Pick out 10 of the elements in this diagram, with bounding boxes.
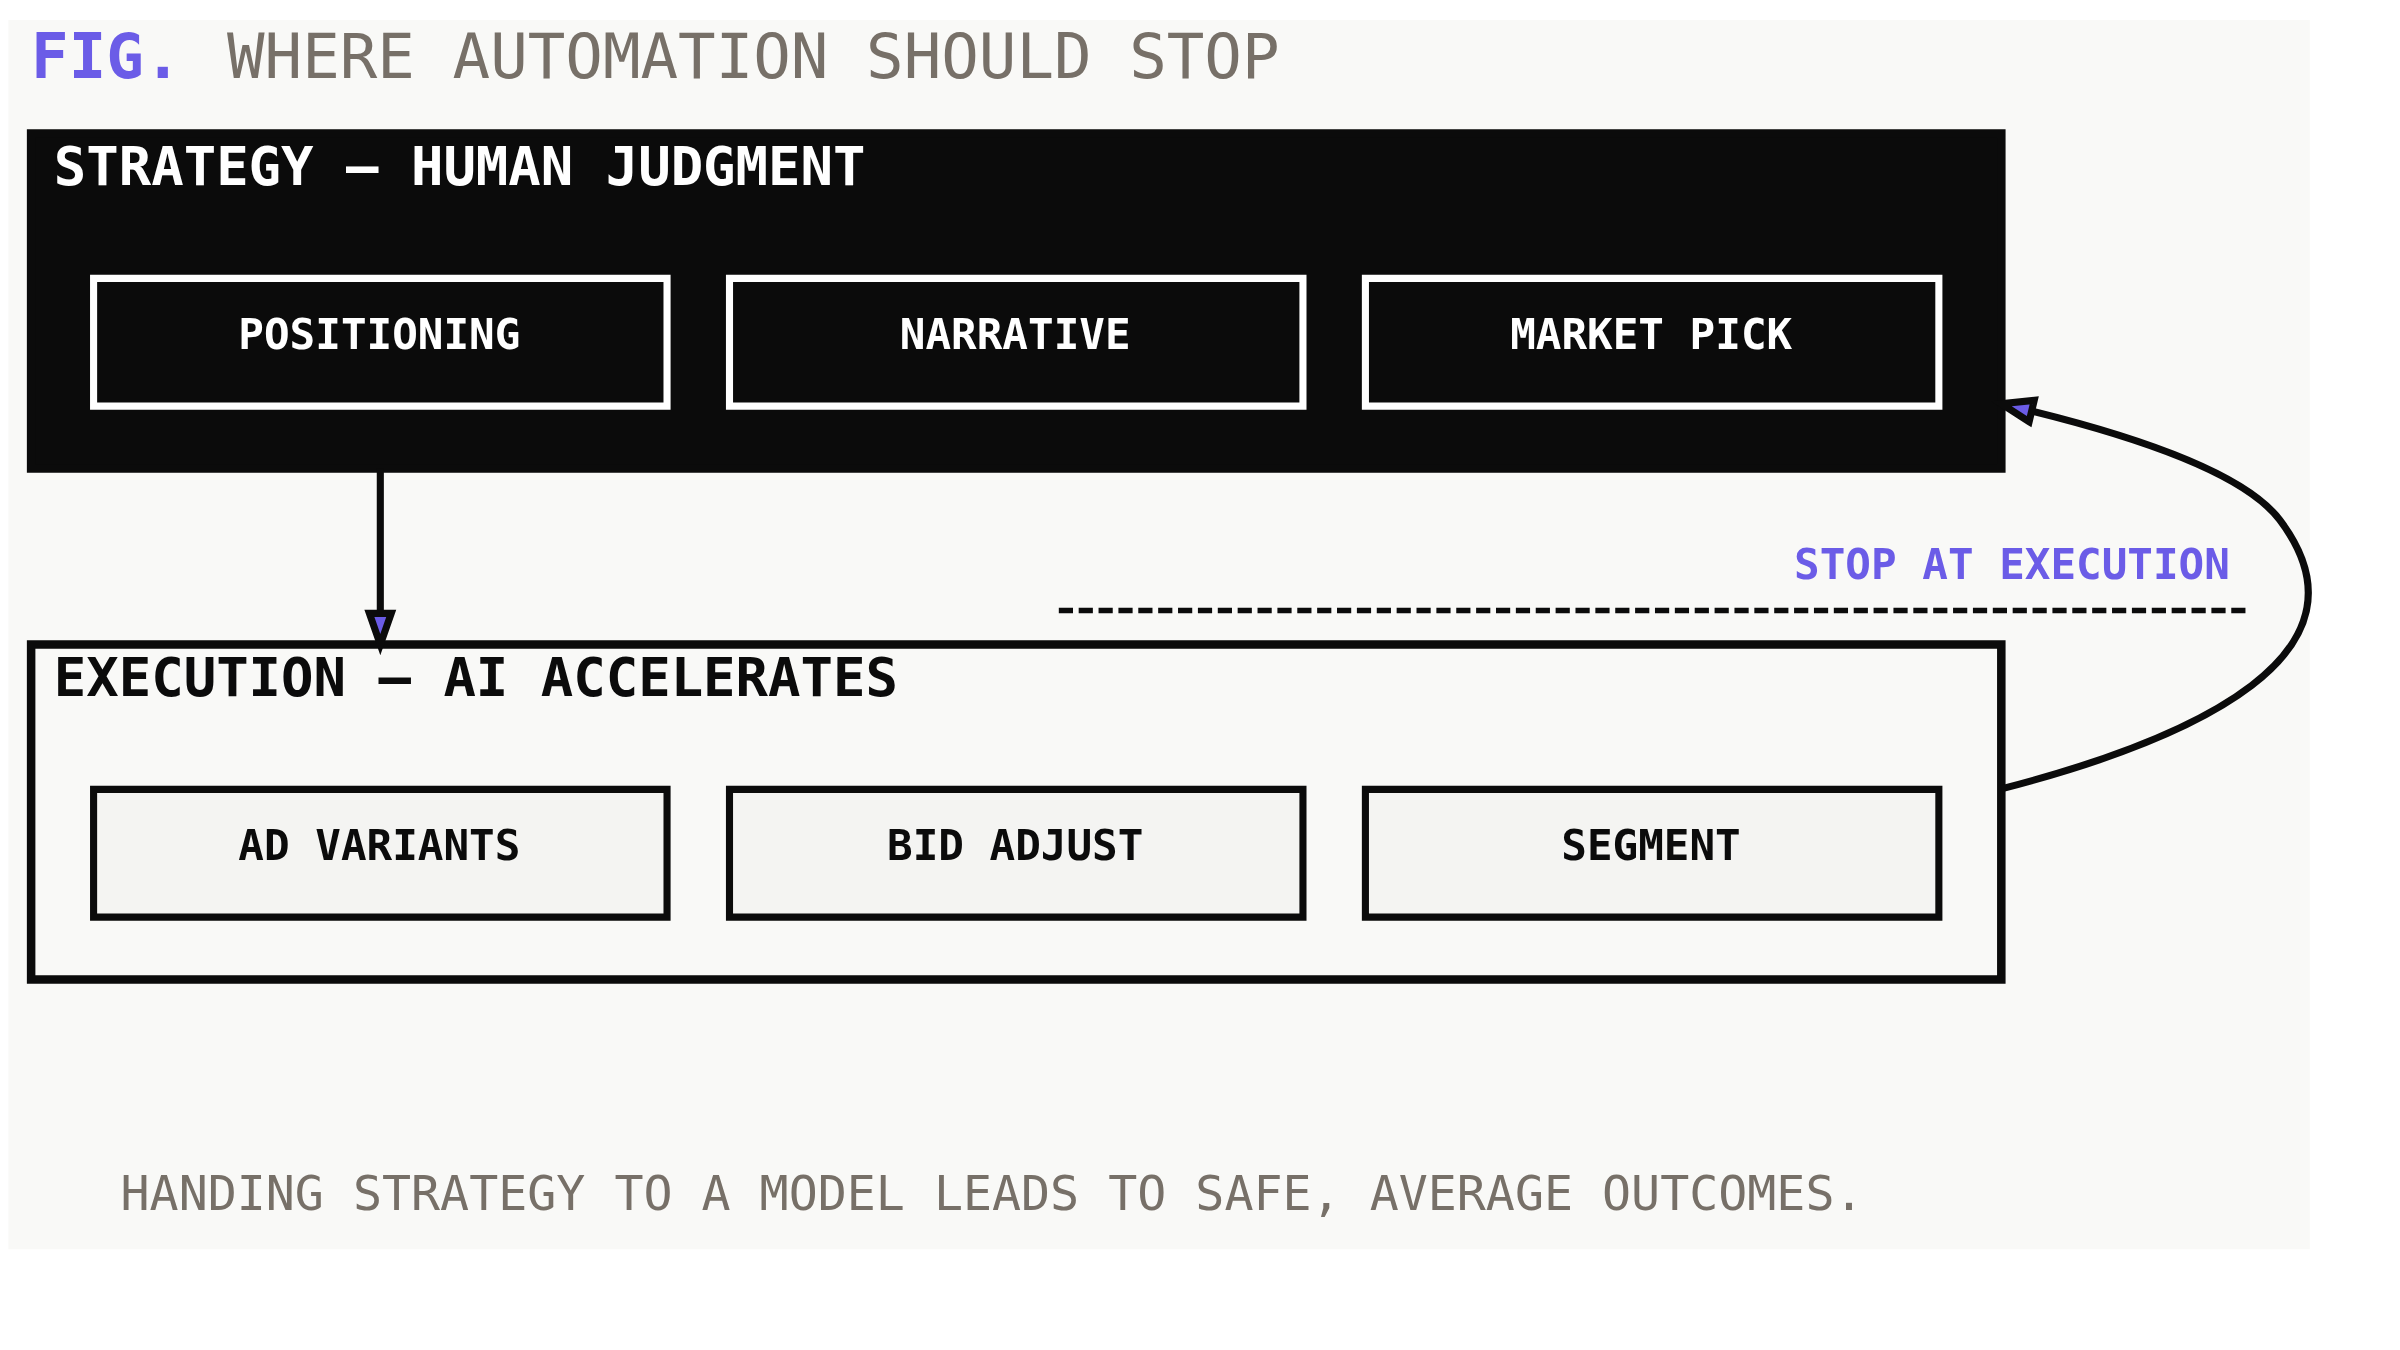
node-box: SEGMENT [1361, 785, 1943, 921]
node-box: NARRATIVE [725, 274, 1307, 410]
caption: HANDING STRATEGY TO A MODEL LEADS TO SAFE, AVERAGE OUTCOMES. [120, 1164, 1864, 1221]
diagram-title: FIG. WHERE AUTOMATION SHOULD STOP [31, 19, 1280, 93]
node-box: POSITIONING [90, 274, 671, 410]
label: STOP AT EXECUTION [1794, 538, 2230, 589]
arrow [364, 468, 397, 655]
node-box: AD VARIANTS [90, 785, 671, 921]
node-box: BID ADJUST [725, 785, 1307, 921]
node-box: MARKET PICK [1361, 274, 1943, 410]
